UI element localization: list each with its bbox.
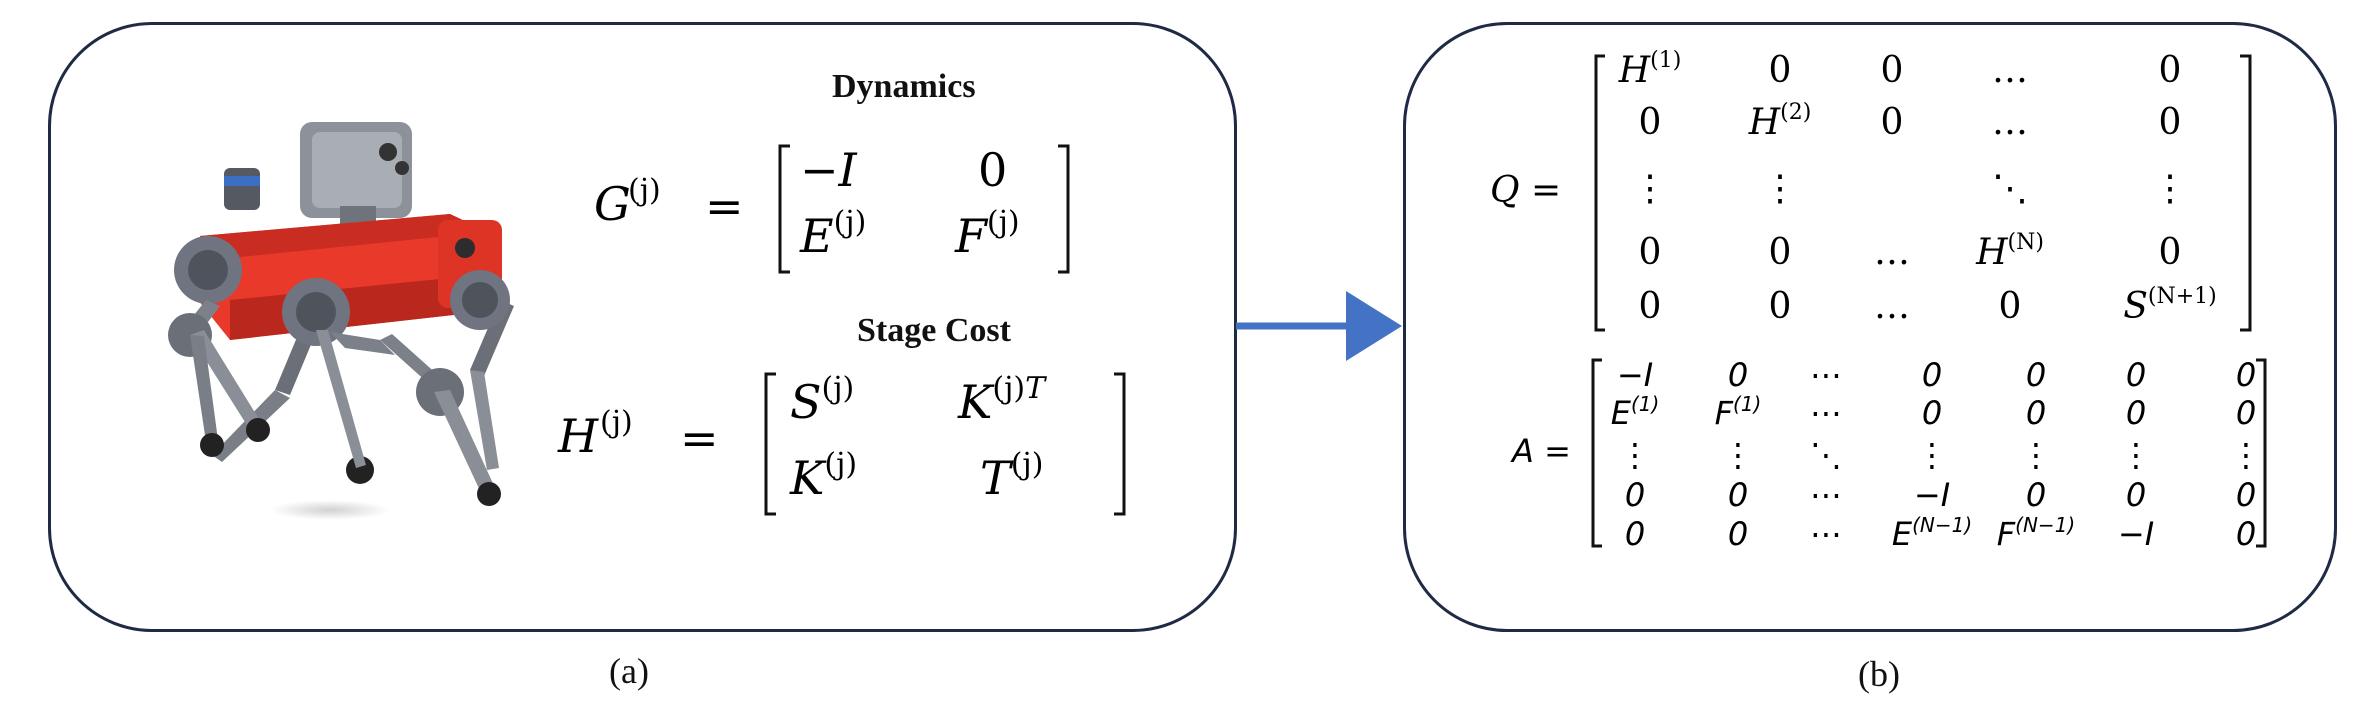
a-cell-2-4: ⋮ bbox=[2020, 436, 2052, 474]
left-bracket bbox=[1591, 358, 1602, 548]
dynamics-lhs-sup: (j) bbox=[628, 173, 661, 208]
a-cell-0-1: 0 bbox=[1728, 356, 1748, 394]
q-cell-4-2: … bbox=[1874, 286, 1910, 327]
q-cell-0-0: H(1) bbox=[1618, 48, 1682, 91]
a-cell-4-0: 0 bbox=[1625, 515, 1645, 553]
a-cell-2-1: ⋮ bbox=[1722, 436, 1754, 474]
a-cell-3-1: 0 bbox=[1728, 476, 1748, 514]
right-bracket bbox=[1058, 144, 1070, 274]
q-cell-4-3: 0 bbox=[1999, 286, 2022, 327]
dynamics-lhs: G bbox=[594, 177, 631, 231]
dyn-cell-0-0: −I bbox=[800, 143, 858, 197]
q-cell-1-4: 0 bbox=[2159, 102, 2182, 143]
dyn-cell-1-0: E(j) bbox=[799, 205, 866, 263]
q-cell-0-3: … bbox=[1992, 50, 2028, 91]
left-bracket bbox=[1594, 54, 1605, 332]
q-cell-3-2: … bbox=[1874, 232, 1910, 273]
dynamics-heading: Dynamics bbox=[832, 68, 976, 105]
a-cell-4-1: 0 bbox=[1728, 515, 1748, 553]
equals-sign: = bbox=[680, 411, 719, 465]
q-cell-2-3: ⋱ bbox=[1992, 168, 2028, 209]
q-cell-1-2: 0 bbox=[1881, 102, 1904, 143]
q-cell-3-1: 0 bbox=[1769, 232, 1792, 273]
panel-b-frame bbox=[1403, 22, 2337, 632]
cost-cell-1-0: K(j) bbox=[789, 447, 857, 505]
cost-cell-1-1: T(j) bbox=[980, 447, 1043, 505]
q-lhs: Q = bbox=[1490, 170, 1561, 211]
a-cell-3-5: 0 bbox=[2126, 476, 2146, 514]
quadruped-robot-illustration bbox=[168, 122, 514, 520]
q-cell-4-4: S(N+1) bbox=[2123, 284, 2217, 327]
left-bracket bbox=[778, 144, 790, 274]
a-cell-0-0: −I bbox=[1617, 356, 1653, 394]
dyn-cell-0-1: 0 bbox=[978, 143, 1007, 197]
a-cell-0-5: 0 bbox=[2126, 356, 2146, 394]
q-cell-1-3: … bbox=[1992, 102, 2028, 143]
q-cell-4-0: 0 bbox=[1639, 286, 1662, 327]
a-cell-4-3: E(N−1) bbox=[1892, 513, 1972, 553]
a-cell-0-2: ⋯ bbox=[1810, 356, 1842, 394]
q-cell-1-1: H(2) bbox=[1748, 100, 1812, 143]
caption-a: (a) bbox=[609, 651, 649, 691]
q-cell-2-1: ⋮ bbox=[1762, 168, 1798, 209]
a-cell-1-2: ⋯ bbox=[1810, 394, 1842, 432]
q-cell-3-4: 0 bbox=[2159, 232, 2182, 273]
q-cell-4-1: 0 bbox=[1769, 286, 1792, 327]
a-cell-2-6: ⋮ bbox=[2230, 436, 2262, 474]
a-lhs: A = bbox=[1510, 432, 1571, 470]
a-cell-1-6: 0 bbox=[2236, 394, 2256, 432]
a-cell-3-6: 0 bbox=[2236, 476, 2256, 514]
a-cell-1-0: E(1) bbox=[1611, 392, 1660, 432]
a-cell-3-4: 0 bbox=[2026, 476, 2046, 514]
a-cell-1-4: 0 bbox=[2026, 394, 2046, 432]
right-bracket bbox=[2256, 358, 2267, 548]
a-cell-4-4: F(N−1) bbox=[1997, 513, 2075, 553]
caption-b: (b) bbox=[1858, 654, 1900, 694]
a-cell-2-0: ⋮ bbox=[1619, 436, 1651, 474]
a-cell-0-3: 0 bbox=[1922, 356, 1942, 394]
equals-sign: = bbox=[705, 179, 744, 233]
a-cell-2-2: ⋱ bbox=[1810, 436, 1842, 474]
q-cell-0-4: 0 bbox=[2159, 50, 2182, 91]
dynamics-equation: G (j) = −I 0 E(j) F(j) bbox=[594, 143, 1070, 274]
cost-cell-0-0: S(j) bbox=[790, 371, 854, 429]
a-cell-4-6: 0 bbox=[2236, 515, 2256, 553]
q-cell-0-1: 0 bbox=[1769, 50, 1792, 91]
cost-cell-0-1: K(j)T bbox=[957, 371, 1047, 429]
left-bracket bbox=[764, 372, 776, 516]
q-cell-2-4: ⋮ bbox=[2152, 168, 2188, 209]
right-bracket bbox=[1114, 372, 1126, 516]
a-cell-4-2: ⋯ bbox=[1810, 515, 1842, 553]
stage-cost-heading: Stage Cost bbox=[857, 312, 1011, 349]
dyn-cell-1-1: F(j) bbox=[954, 205, 1020, 263]
stage-cost-lhs-sup: (j) bbox=[600, 405, 633, 440]
a-cell-1-5: 0 bbox=[2126, 394, 2146, 432]
a-cell-0-6: 0 bbox=[2236, 356, 2256, 394]
q-cell-3-0: 0 bbox=[1639, 232, 1662, 273]
a-cell-2-3: ⋮ bbox=[1916, 436, 1948, 474]
a-cell-2-5: ⋮ bbox=[2120, 436, 2152, 474]
stage-cost-equation: H (j) = S(j) K(j)T K(j) T(j) bbox=[557, 371, 1126, 516]
a-cell-1-1: F(1) bbox=[1715, 392, 1762, 432]
a-cell-4-5: −I bbox=[2118, 515, 2154, 553]
a-cell-3-3: −I bbox=[1914, 476, 1950, 514]
right-bracket bbox=[2240, 54, 2252, 332]
a-cell-3-0: 0 bbox=[1625, 476, 1645, 514]
q-cell-3-3: H(N) bbox=[1975, 230, 2044, 273]
stage-cost-lhs: H bbox=[557, 409, 599, 463]
q-cell-0-2: 0 bbox=[1881, 50, 1904, 91]
q-cell-1-0: 0 bbox=[1639, 102, 1662, 143]
a-cell-0-4: 0 bbox=[2026, 356, 2046, 394]
a-cell-1-3: 0 bbox=[1922, 394, 1942, 432]
q-cell-2-0: ⋮ bbox=[1632, 168, 1668, 209]
a-cell-3-2: ⋯ bbox=[1810, 476, 1842, 514]
